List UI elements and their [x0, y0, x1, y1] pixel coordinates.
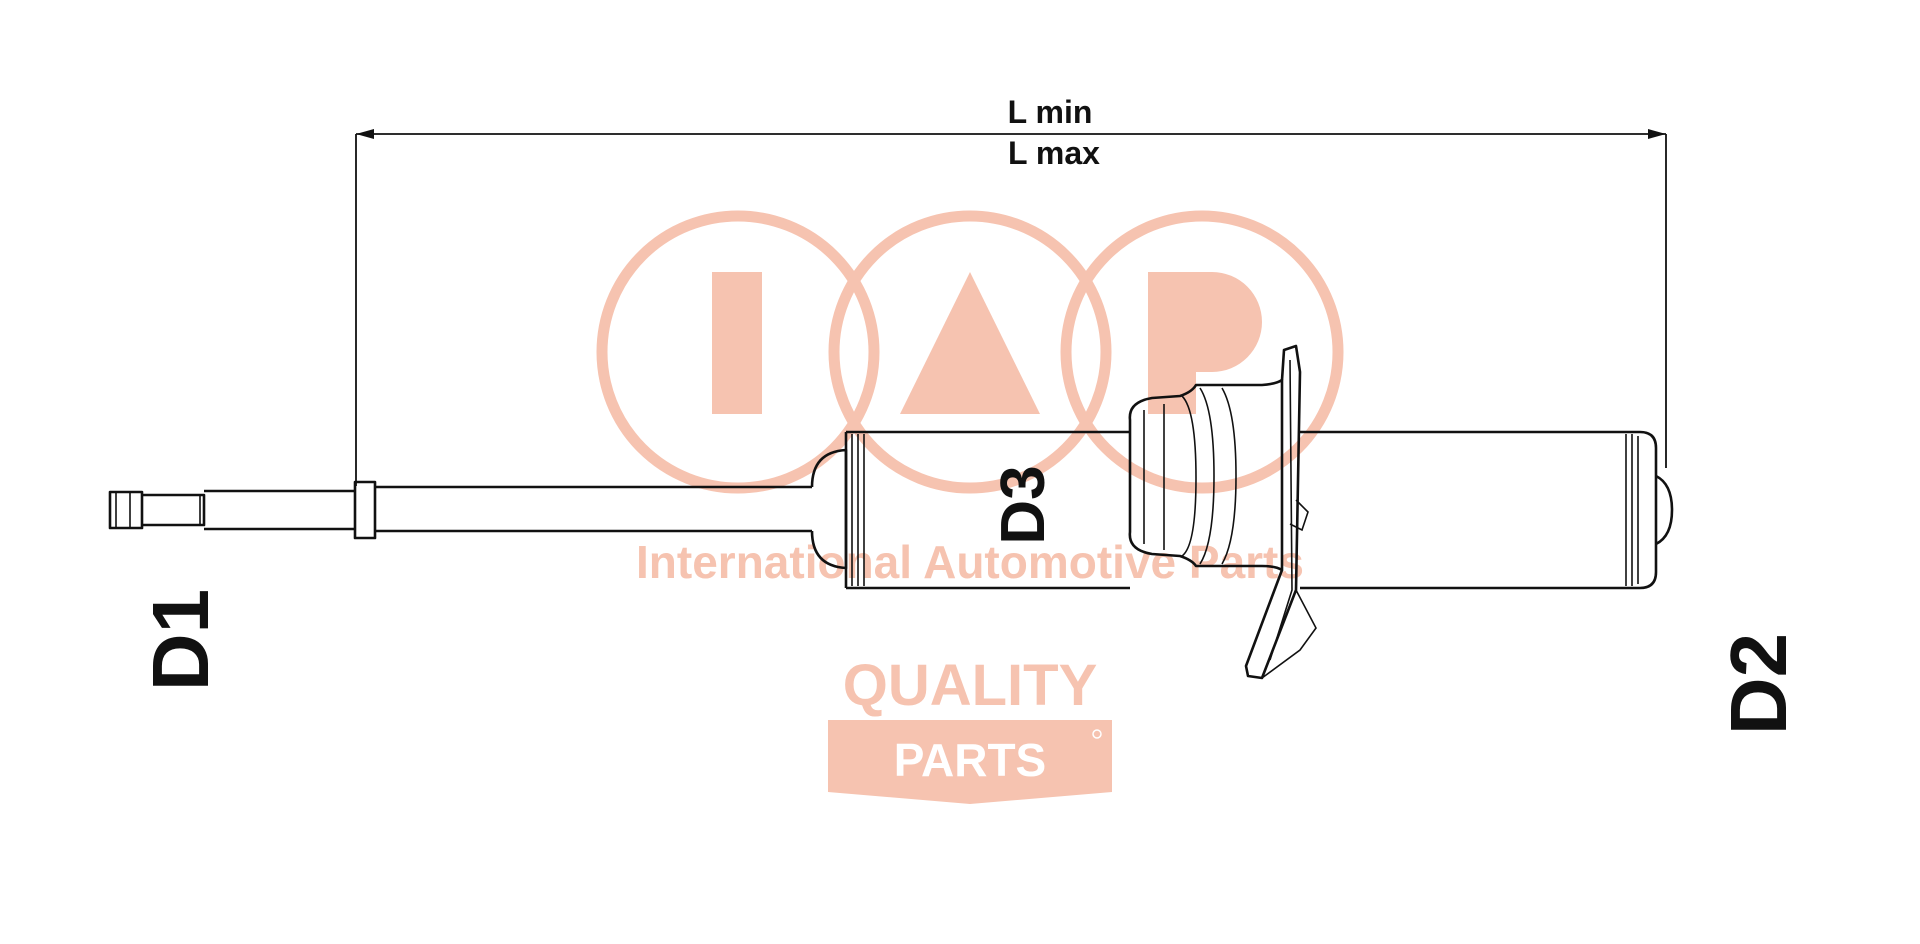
shock-absorber-part [108, 344, 1674, 680]
rod-tip [108, 490, 144, 530]
watermark-parts: PARTS [894, 734, 1047, 786]
knurl-rings-right [1625, 434, 1639, 586]
rod-thread [142, 493, 206, 527]
main-tube-right [1300, 430, 1658, 590]
length-min-label: L min [1008, 94, 1093, 130]
iap-logo-icon [596, 210, 1344, 494]
main-tube [844, 430, 1130, 590]
rod-collar [353, 480, 377, 540]
bottom-end-cap [1655, 474, 1674, 546]
watermark-quality: QUALITY [843, 653, 1098, 718]
watermark-tagline: International Automotive Parts [636, 536, 1304, 588]
d2-label: D2 [1714, 633, 1803, 735]
d1-label: D1 [136, 589, 225, 691]
piston-rod [204, 489, 355, 531]
iap-watermark: International Automotive Parts QUALITY P… [596, 210, 1344, 804]
watermark-parts-banner [828, 720, 1112, 804]
length-dimension: L min L max [355, 94, 1667, 486]
knurl-rings-left [851, 434, 865, 586]
d3-label: D3 [989, 465, 1058, 544]
length-max-label: L max [1008, 135, 1100, 171]
